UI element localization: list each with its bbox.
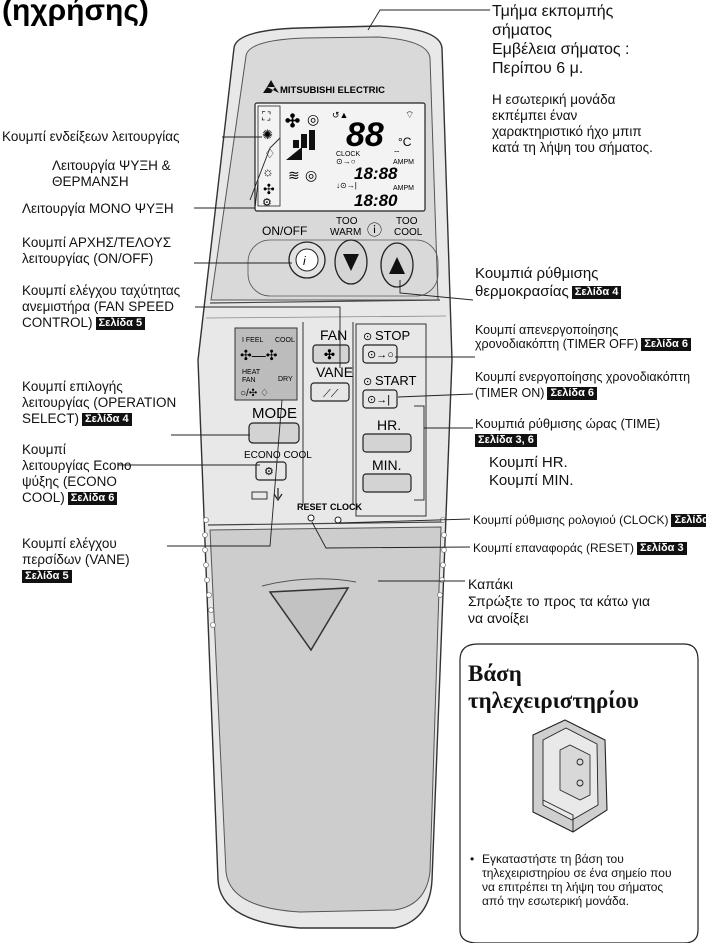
label-timer-off: Κουμπί απενεργοποίησης χρονοδιακόπτη (TI… <box>475 323 691 351</box>
svg-text:FAN: FAN <box>242 377 256 384</box>
svg-text:DRY: DRY <box>278 376 293 383</box>
min-button[interactable]: MIN. <box>362 457 412 493</box>
svg-text:CLOCK: CLOCK <box>330 502 362 512</box>
svg-text:COOL: COOL <box>275 337 295 344</box>
remote-holder-image <box>532 719 608 833</box>
svg-text:AMPM: AMPM <box>393 159 414 166</box>
svg-text:↓⊙→|: ↓⊙→| <box>336 181 357 190</box>
svg-text:⊙→○: ⊙→○ <box>336 157 356 166</box>
svg-text:◎: ◎ <box>305 167 317 183</box>
label-cool-only: Λειτουργία ΜΟΝΟ ΨΥΞΗ <box>22 201 174 216</box>
svg-text:↺▲: ↺▲ <box>332 110 348 120</box>
svg-text:⊙→|: ⊙→| <box>367 394 390 406</box>
svg-text:⊙: ⊙ <box>363 331 372 343</box>
clock-button[interactable]: CLOCK <box>330 502 362 524</box>
label-cool-heat: Λειτουργία ΨΥΞΗ &ΘΕΡΜΑΝΣΗ <box>52 158 171 189</box>
svg-text:HR.: HR. <box>377 417 401 433</box>
label-operation-indicator: Κουμπί ενδείξεων λειτουργίας <box>2 129 180 144</box>
svg-text:◎: ◎ <box>307 111 319 127</box>
stand-note-item: Εγκαταστήστε τη βάση του τηλεχειριστηρίο… <box>470 852 685 908</box>
mode-button[interactable]: MODE <box>248 405 300 444</box>
heading: (ηχρήσης) <box>2 0 149 27</box>
svg-text:⚙: ⚙ <box>262 197 272 209</box>
svg-text:⛶: ⛶ <box>261 109 271 123</box>
hr-button[interactable]: HR. <box>362 417 412 453</box>
svg-text:✣: ✣ <box>285 111 300 131</box>
svg-text:⊙: ⊙ <box>363 376 372 388</box>
cover-push-triangle-icon <box>268 587 350 652</box>
label-timer-on: Κουμπί ενεργοποίησης χρονοδιακόπτη (TIME… <box>475 370 691 400</box>
svg-text:RESET: RESET <box>297 502 328 512</box>
svg-text:⌔: ⌔ <box>405 110 414 121</box>
label-reset: Κουμπί επαναφοράς (RESET)Σελίδα 3 <box>473 540 687 556</box>
temp-down-button[interactable] <box>334 239 368 285</box>
svg-text:⊙→○: ⊙→○ <box>367 349 394 361</box>
svg-text:COOL: COOL <box>394 227 423 238</box>
svg-text:MODE: MODE <box>252 405 297 422</box>
brand-logo: MITSUBISHI ELECTRIC <box>263 80 385 96</box>
svg-text:88: 88 <box>346 116 384 154</box>
callout-lines <box>118 9 490 582</box>
temp-up-button[interactable] <box>380 242 414 288</box>
svg-text:☼: ☼ <box>262 164 274 179</box>
svg-text:STOP: STOP <box>375 328 410 343</box>
on-off-button[interactable]: i <box>288 241 326 279</box>
svg-text:TOO: TOO <box>336 216 358 227</box>
svg-text:✺: ✺ <box>262 127 273 142</box>
stand-note: Εγκαταστήστε τη βάση του τηλεχειριστηρίο… <box>470 852 685 908</box>
econo-cool-button[interactable]: ECONO COOL ⚙ <box>244 450 312 481</box>
stand-box <box>459 643 699 943</box>
svg-text:HEAT: HEAT <box>242 369 261 376</box>
svg-text:MITSUBISHI ELECTRIC: MITSUBISHI ELECTRIC <box>280 85 385 96</box>
svg-text:✣—✣: ✣—✣ <box>240 347 278 363</box>
battery-icon <box>251 488 283 502</box>
svg-text:MIN.: MIN. <box>372 457 402 473</box>
svg-text:FAN: FAN <box>320 327 347 343</box>
label-time: Κουμπιά ρύθμισης ώρας (TIME) Σελίδα 3, 6 <box>475 416 661 447</box>
top-buttons: ON/OFF TOO WARM ⓘ TOO COOL <box>247 216 439 297</box>
svg-text:CLOCK: CLOCK <box>336 151 360 158</box>
svg-text:✣: ✣ <box>263 181 275 197</box>
vane-icon: ⟋⟋ <box>323 388 339 400</box>
svg-text:ECONO COOL: ECONO COOL <box>244 450 312 461</box>
reset-button[interactable]: RESET <box>297 502 328 522</box>
svg-text:≋: ≋ <box>288 167 300 183</box>
svg-text:○/✣ ♢: ○/✣ ♢ <box>240 388 269 399</box>
svg-text:TOO: TOO <box>396 216 418 227</box>
svg-text:VANE: VANE <box>316 364 353 380</box>
svg-text:°C: °C <box>398 135 412 149</box>
svg-text:ⓘ: ⓘ <box>367 222 382 239</box>
vane-button[interactable]: VANE ⟋⟋ <box>310 364 353 402</box>
cover <box>209 526 442 913</box>
svg-text:WARM: WARM <box>330 227 361 238</box>
svg-text:I FEEL: I FEEL <box>242 337 264 344</box>
svg-text:18:80: 18:80 <box>354 191 398 210</box>
middle-panel: I FEEL COOL ✣—✣ HEAT DRY FAN ○/✣ ♢ <box>234 322 427 517</box>
svg-text:START: START <box>375 373 416 388</box>
econo-cool-icon: ⚙ <box>264 466 274 478</box>
svg-text:18:88: 18:88 <box>354 164 398 183</box>
svg-text:ON/OFF: ON/OFF <box>262 224 307 238</box>
svg-text:AMPM: AMPM <box>393 185 414 192</box>
timer-stop-button[interactable]: STOP ⊙ ⊙→○ <box>362 328 410 364</box>
label-clock: Κουμπί ρύθμισης ρολογιού (CLOCK)Σελίδα <box>473 512 706 528</box>
label-hr-min: Κουμπί HR.Κουμπί MIN. <box>489 454 574 489</box>
fan-icon: ✣ <box>324 347 335 362</box>
svg-text:⌔: ⌔ <box>393 149 401 158</box>
lcd-display: ⛶ ✺ ♢ ☼ ✣ ⚙ ✣ ◎ ≋ ◎ ↺▲ 88 °C ⌔ CLOCK ⊙→○… <box>254 102 426 212</box>
svg-text:i: i <box>303 254 306 268</box>
timer-start-button[interactable]: START ⊙ ⊙→| <box>362 373 416 409</box>
svg-text:♢: ♢ <box>264 146 276 161</box>
